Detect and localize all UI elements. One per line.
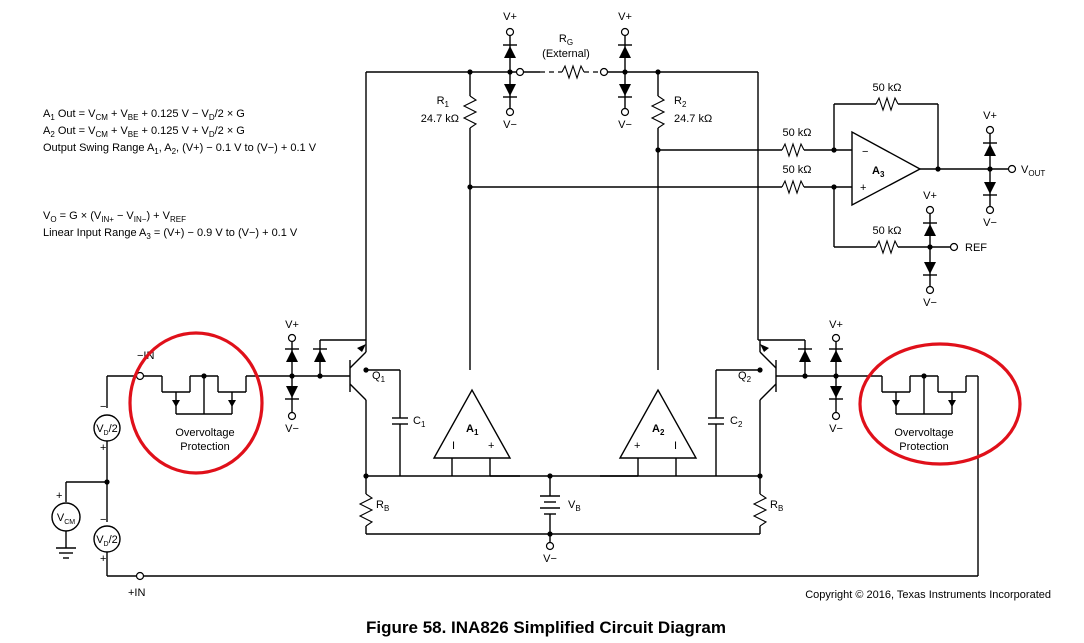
right-channel: Q2 V+ V− C2 A2 + I bbox=[600, 319, 843, 534]
r50k-feedback: 50 kΩ bbox=[872, 82, 901, 94]
overvoltage-protection-left: Overvoltage Protection bbox=[128, 331, 292, 475]
vb-label: VB bbox=[568, 499, 581, 513]
vminus-ref: V− bbox=[923, 297, 937, 309]
r50k-input-plus: 50 kΩ bbox=[782, 164, 811, 176]
rb-left-label: RB bbox=[376, 499, 389, 513]
vplus-q2: V+ bbox=[829, 319, 843, 331]
swing-range: Output Swing Range A1, A2, (V+) − 0.1 V … bbox=[43, 142, 317, 156]
c2-label: C2 bbox=[730, 415, 743, 429]
vout-label: VOUT bbox=[1021, 164, 1045, 178]
bias-network: VB V− bbox=[366, 473, 760, 565]
svg-text:+: + bbox=[634, 440, 640, 452]
a2-out-equation: A2 Out = VCM + VBE + 0.125 V + VD/2 × G bbox=[43, 125, 245, 139]
svg-text:−: − bbox=[100, 401, 106, 413]
highlight-circle-left bbox=[128, 331, 264, 475]
overvoltage-right-line2: Protection bbox=[899, 441, 949, 453]
a1-label: A1 bbox=[466, 423, 479, 437]
figure-caption: Figure 58. INA826 Simplified Circuit Dia… bbox=[366, 618, 726, 637]
vd2-lower-label: VD/2 bbox=[96, 534, 118, 548]
svg-text:+: + bbox=[56, 490, 62, 502]
svg-text:−: − bbox=[100, 514, 106, 526]
svg-text:I: I bbox=[674, 440, 677, 452]
svg-text:+: + bbox=[488, 440, 494, 452]
rg-external-label: (External) bbox=[542, 48, 590, 60]
r2-label: R2 bbox=[674, 95, 687, 109]
ref-label: REF bbox=[965, 242, 987, 254]
vplus-q1: V+ bbox=[285, 319, 299, 331]
overvoltage-left-line2: Protection bbox=[180, 441, 230, 453]
vplus-top-left: V+ bbox=[503, 11, 517, 23]
top-diode-clamps: V+ V− V+ V− bbox=[503, 11, 632, 131]
svg-text:+: + bbox=[100, 553, 106, 565]
q2-label: Q2 bbox=[738, 370, 752, 384]
copyright-text: Copyright © 2016, Texas Instruments Inco… bbox=[805, 589, 1051, 601]
vminus-q1: V− bbox=[285, 423, 299, 435]
vd2-upper-label: VD/2 bbox=[96, 423, 118, 437]
r50k-input-minus: 50 kΩ bbox=[782, 127, 811, 139]
gain-network: RG (External) R1 24.7 kΩ R2 24.7 kΩ bbox=[365, 33, 759, 370]
a3-label: A3 bbox=[872, 165, 885, 179]
r1-label: R1 bbox=[437, 95, 450, 109]
r50k-ref: 50 kΩ bbox=[872, 225, 901, 237]
equations: A1 Out = VCM + VBE + 0.125 V − VD/2 × G … bbox=[43, 108, 317, 241]
a1-out-equation: A1 Out = VCM + VBE + 0.125 V − VD/2 × G bbox=[43, 108, 245, 122]
svg-text:I: I bbox=[452, 440, 455, 452]
vminus-top-left: V− bbox=[503, 119, 517, 131]
linear-range: Linear Input Range A3 = (V+) − 0.9 V to … bbox=[43, 227, 298, 241]
r2-value: 24.7 kΩ bbox=[674, 113, 712, 125]
left-channel: Q1 V+ V− C1 A1 I + bbox=[285, 319, 520, 534]
input-sources: −IN VD/2 − + VCM + VD/2 − + +IN bbox=[51, 350, 979, 599]
output-stage: 50 kΩ 50 kΩ − + A3 50 kΩ VOUT V+ V− bbox=[470, 82, 1045, 309]
highlight-circle-right bbox=[858, 342, 1022, 466]
overvoltage-protection-right: Overvoltage Protection bbox=[836, 342, 1022, 466]
svg-text:+: + bbox=[860, 182, 866, 194]
in-plus-label: +IN bbox=[128, 587, 145, 599]
vcm-label: VCM bbox=[57, 512, 75, 526]
overvoltage-left-line1: Overvoltage bbox=[175, 427, 234, 439]
svg-text:+: + bbox=[100, 442, 106, 454]
vminus-vb: V− bbox=[543, 553, 557, 565]
vminus-top-right: V− bbox=[618, 119, 632, 131]
rb-right-label: RB bbox=[770, 499, 783, 513]
vminus-vout: V− bbox=[983, 217, 997, 229]
q1-label: Q1 bbox=[372, 370, 386, 384]
r1-value: 24.7 kΩ bbox=[421, 113, 459, 125]
c1-label: C1 bbox=[413, 415, 426, 429]
a2-label: A2 bbox=[652, 423, 665, 437]
vplus-vout: V+ bbox=[983, 110, 997, 122]
vminus-q2: V− bbox=[829, 423, 843, 435]
svg-text:−: − bbox=[862, 146, 868, 158]
vo-equation: VO = G × (VIN+ − VIN−) + VREF bbox=[43, 210, 186, 224]
vplus-top-right: V+ bbox=[618, 11, 632, 23]
overvoltage-right-line1: Overvoltage bbox=[894, 427, 953, 439]
rg-label: RG bbox=[559, 33, 573, 47]
vplus-ref: V+ bbox=[923, 190, 937, 202]
